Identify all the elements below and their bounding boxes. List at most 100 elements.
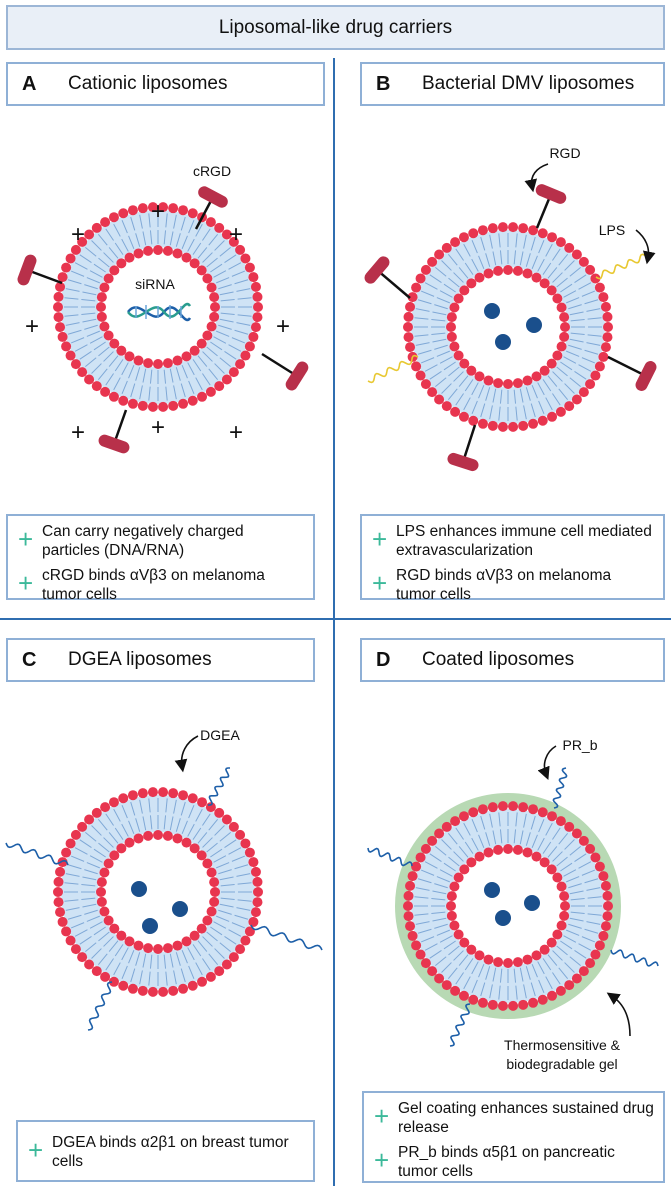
bullet-item: + PR_b binds α5β1 on pancreatic tumor cel… — [374, 1143, 655, 1181]
lps-label: LPS — [599, 222, 625, 238]
lipid-heads — [53, 787, 263, 997]
panel-d-title: Coated liposomes — [422, 649, 575, 670]
dgea-peptide — [208, 767, 230, 806]
lps-arrow — [635, 229, 656, 265]
charge-plus: + — [71, 419, 85, 446]
drug-cargo — [131, 881, 188, 934]
panel-c-letter: C — [22, 648, 37, 671]
charge-plus: + — [71, 221, 85, 248]
dgea-arrow — [174, 735, 199, 773]
dmv-liposome — [403, 222, 613, 432]
bullet-text: Can carry negatively charged particles (… — [42, 523, 244, 559]
drug-cargo — [484, 303, 542, 350]
bullet-item: + cRGD binds αVβ3 on melanoma tumor cells — [18, 566, 305, 604]
crgd-ligand — [261, 352, 309, 391]
bullet-item: +RGD binds αVβ3 on melanoma tumor cells — [372, 566, 655, 604]
bullet-item: + LPS enhances immune cell mediated extra… — [372, 522, 655, 560]
drug-particle — [484, 882, 500, 898]
rgd-ligand — [447, 424, 479, 472]
drug-particle — [526, 317, 542, 333]
panel-a-title: Cationic liposomes — [68, 73, 228, 94]
bullet-item: + Gel coating enhances sustained drug rel… — [374, 1099, 655, 1137]
dgea-peptide — [250, 924, 323, 951]
gel-label-line2: biodegradable gel — [506, 1056, 617, 1072]
rgd-arrow — [524, 163, 549, 193]
gel-arrow — [606, 992, 631, 1037]
crgd-ligand — [98, 409, 130, 454]
lipid-tails — [414, 233, 602, 421]
drug-particle — [495, 910, 511, 926]
prb-arrow — [537, 745, 557, 780]
lipid-heads — [403, 222, 613, 432]
panel-d-header: D Coated liposomes — [360, 638, 665, 682]
bullet-text: RGD binds αVβ3 on melanoma tumor cells — [396, 567, 612, 603]
bilayer-ring — [411, 809, 605, 1003]
panel-b-bullets: + LPS enhances immune cell mediated extra… — [360, 514, 665, 603]
dgea-peptide — [87, 981, 113, 1031]
panel-b-header: B Bacterial DMV liposomes — [360, 62, 665, 106]
drug-cargo — [484, 882, 540, 926]
prb-peptide — [610, 949, 659, 967]
drug-particle — [142, 918, 158, 934]
bilayer-ring — [61, 210, 255, 404]
plus-icon: + — [374, 1145, 390, 1175]
drug-particle — [172, 901, 188, 917]
panel-b-letter: B — [376, 72, 391, 95]
lipid-tails — [64, 798, 252, 986]
drug-particle — [484, 303, 500, 319]
dgea-liposome — [53, 787, 263, 997]
ligand-label-dgea: DGEA — [200, 727, 240, 743]
bilayer-ring — [61, 795, 255, 989]
prb-peptide — [552, 767, 568, 809]
charge-plus: + — [229, 221, 243, 248]
crgd-ligand — [194, 186, 228, 230]
panel-d-letter: D — [376, 648, 391, 671]
bullet-text: PR_b binds α5β1 on pancreatic tumor cell… — [398, 1144, 615, 1180]
figure-title-box: Liposomal-like drug carriers — [6, 5, 665, 50]
charge-plus: + — [151, 198, 165, 225]
lps-chain — [595, 253, 647, 280]
charge-plus: + — [276, 313, 290, 340]
drug-particle — [524, 895, 540, 911]
panel-b-title: Bacterial DMV liposomes — [422, 73, 635, 94]
horizontal-divider — [0, 618, 671, 620]
prb-peptide — [367, 847, 413, 867]
dna-icon — [127, 302, 192, 322]
drug-particle — [131, 881, 147, 897]
plus-icon: + — [28, 1135, 44, 1165]
bullet-text: LPS enhances immune cell mediated extrav… — [396, 523, 652, 559]
plus-icon: + — [374, 1101, 390, 1131]
figure-title: Liposomal-like drug carriers — [218, 16, 453, 38]
prb-peptide — [449, 1003, 471, 1047]
lipid-heads — [53, 202, 263, 412]
bullet-text: DGEA binds α2β1 on breast tumor cells — [52, 1134, 289, 1170]
drug-particle — [495, 334, 511, 350]
panel-a-letter: A — [22, 72, 37, 95]
plus-icon: + — [18, 568, 34, 598]
gel-label-line1: Thermosensitive & — [504, 1037, 621, 1053]
panel-c-bullets: + DGEA binds α2β1 on breast tumor cells — [16, 1120, 315, 1182]
panel-c-title: DGEA liposomes — [68, 649, 212, 670]
panel-a-bullets: + Can carry negatively charged particles … — [6, 514, 315, 603]
bullet-item: + DGEA binds α2β1 on breast tumor cells — [28, 1133, 305, 1171]
plus-icon: + — [372, 524, 388, 554]
rgd-ligand — [535, 184, 567, 229]
gel-coating — [395, 793, 621, 1019]
ligand-label-crgd: cRGD — [193, 163, 231, 179]
cargo-label-sirna: siRNA — [135, 276, 175, 292]
bullet-text: Gel coating enhances sustained drug rele… — [398, 1100, 654, 1136]
plus-icon: + — [18, 524, 34, 554]
charge-plus: + — [151, 414, 165, 441]
bullet-text: cRGD binds αVβ3 on melanoma tumor cells — [42, 567, 265, 603]
charge-plus: + — [229, 419, 243, 446]
lipid-tails — [414, 812, 602, 1000]
dgea-peptide — [5, 842, 69, 866]
rgd-ligand — [607, 355, 657, 391]
vertical-divider — [333, 58, 335, 1186]
bilayer-ring — [411, 230, 605, 424]
rgd-ligand — [364, 256, 411, 299]
lps-chain — [367, 354, 419, 384]
panel-a-header: A Cationic liposomes — [6, 62, 325, 106]
cationic-liposome — [53, 202, 263, 412]
